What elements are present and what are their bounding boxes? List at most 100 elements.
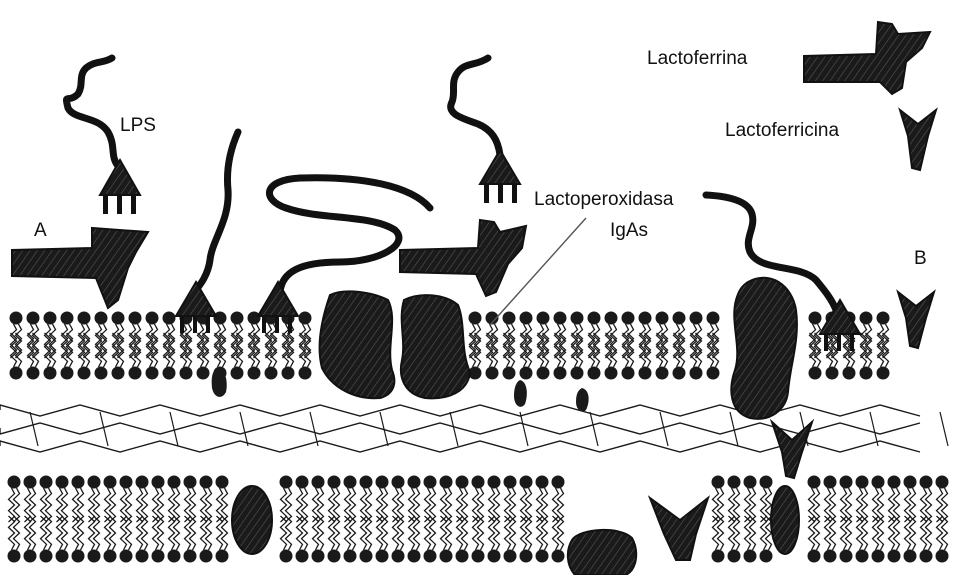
cytoplasmic-membrane-lipid — [344, 516, 357, 563]
lps-molecule-top-center — [451, 58, 520, 203]
inner-leaflet-lipid — [61, 333, 74, 380]
cytoplasmic-membrane-lipid — [744, 516, 757, 563]
cytoplasmic-membrane-lipid — [312, 516, 325, 563]
cytoplasmic-membrane-lipid — [88, 476, 101, 523]
cytoplasmic-membrane-lipid — [8, 516, 21, 563]
inner-leaflet-lipid — [163, 333, 176, 380]
cytoplasmic-membrane-lipid — [184, 476, 197, 523]
cytoplasmic-membrane-lipid — [136, 516, 149, 563]
cytoplasmic-membrane-lipid — [40, 516, 53, 563]
inner-leaflet-lipid — [537, 333, 550, 380]
label-a: A — [34, 221, 47, 240]
cytoplasmic-membrane-lipid — [72, 476, 85, 523]
cytoplasmic-membrane-lipid — [200, 516, 213, 563]
label-b: B — [914, 249, 927, 268]
transmembrane-protein — [731, 278, 797, 419]
label-igas: IgAs — [610, 221, 648, 240]
inner-leaflet-lipid — [78, 333, 91, 380]
cytoplasmic-membrane-lipid — [872, 516, 885, 563]
inner-leaflet-lipid — [44, 333, 57, 380]
cytoplasmic-membrane-lipid — [360, 516, 373, 563]
inner-leaflet-lipid — [146, 333, 159, 380]
cytoplasmic-membrane-lipid — [824, 476, 837, 523]
inner-leaflet-lipid — [707, 333, 720, 380]
inner-leaflet-lipid — [877, 333, 890, 380]
inner-leaflet-lipid — [486, 333, 499, 380]
cytoplasmic-membrane-lipid — [168, 516, 181, 563]
lactoferricina-legend-icon — [900, 110, 936, 170]
peptide-crosslink — [520, 412, 528, 446]
cytoplasmic-membrane-lipid — [888, 476, 901, 523]
cytoplasmic-membrane-lipid — [712, 516, 725, 563]
cytoplasmic-membrane-lipid — [936, 476, 949, 523]
inner-leaflet-lipid — [282, 333, 295, 380]
cytoplasmic-membrane-lipid — [856, 476, 869, 523]
peptide-crosslink — [30, 412, 38, 446]
inner-leaflet-lipid — [588, 333, 601, 380]
inner-leaflet-lipid — [656, 333, 669, 380]
inner-leaflet-lipid — [299, 333, 312, 380]
lps-molecule-top-left — [66, 58, 140, 214]
cytoplasmic-membrane-lipid — [440, 516, 453, 563]
cytoplasmic-membrane-lipid — [872, 476, 885, 523]
cytoplasmic-membrane-lipid — [536, 516, 549, 563]
cytoplasmic-membrane-lipid — [40, 476, 53, 523]
cytoplasmic-membrane-lipid — [536, 476, 549, 523]
inner-leaflet-lipid — [197, 333, 210, 380]
cytoplasmic-membrane-lipid — [520, 516, 533, 563]
cytoplasmic-membrane-lipid — [56, 476, 69, 523]
cytoplasmic-membrane-lipid — [920, 476, 933, 523]
inner-leaflet-lipid — [605, 333, 618, 380]
legend-label-lactoferricina: Lactoferricina — [725, 121, 839, 140]
cytoplasmic-membrane-lipid — [520, 476, 533, 523]
inner-leaflet-lipid — [554, 333, 567, 380]
lactoferrina-molecule-a — [12, 228, 148, 308]
inner-leaflet-lipid — [690, 333, 703, 380]
peptide-crosslink — [100, 412, 108, 446]
cytoplasmic-membrane-lipid — [424, 516, 437, 563]
cytoplasmic-membrane-lipid — [392, 516, 405, 563]
cytoplasmic-membrane-lipid — [184, 516, 197, 563]
cytoplasmic-membrane-lipid — [504, 476, 517, 523]
cytoplasmic-membrane-lipid — [296, 516, 309, 563]
cytoplasmic-membrane-lipid — [472, 476, 485, 523]
inner-leaflet-lipid — [248, 333, 261, 380]
cytoplasmic-membrane-lipid — [728, 516, 741, 563]
cytoplasmic-membrane-lipid — [920, 516, 933, 563]
inner-leaflet-lipid — [95, 333, 108, 380]
cytoplasmic-membrane-lipid — [824, 516, 837, 563]
cytoplasmic-membrane-lipid — [280, 476, 293, 523]
cytoplasmic-membrane-lipid — [712, 476, 725, 523]
cytoplasmic-membrane-lipid — [216, 476, 229, 523]
inner-membrane-protein-bottom — [568, 530, 636, 575]
cytoplasmic-membrane-lipid — [408, 476, 421, 523]
cytoplasmic-membrane-lipid — [104, 476, 117, 523]
cytoplasmic-membrane-lipid — [152, 516, 165, 563]
inner-leaflet-lipid — [520, 333, 533, 380]
cytoplasmic-membrane-lipid — [24, 516, 37, 563]
inner-leaflet-lipid — [10, 333, 23, 380]
inner-leaflet-lipid — [571, 333, 584, 380]
cytoplasmic-membrane-lipid — [888, 516, 901, 563]
cytoplasmic-membrane-lipid — [24, 476, 37, 523]
cytoplasmic-membrane-lipid — [504, 516, 517, 563]
cytoplasmic-membrane-lipid — [424, 476, 437, 523]
cytoplasmic-membrane-lipid — [344, 476, 357, 523]
cytoplasmic-membrane-lipid — [440, 476, 453, 523]
cytoplasmic-membrane-lipid — [904, 476, 917, 523]
peptide-crosslink — [660, 412, 668, 446]
inner-leaflet-lipid — [622, 333, 635, 380]
lactoferricina-molecule-inner — [650, 498, 708, 560]
inner-membrane — [8, 476, 949, 563]
cytoplasmic-membrane-lipid — [312, 476, 325, 523]
cytoplasmic-membrane-lipid — [8, 476, 21, 523]
cytoplasmic-membrane-lipid — [56, 516, 69, 563]
peptide-crosslink — [940, 412, 948, 446]
lactoferricina-molecule-b — [898, 292, 934, 348]
cytoplasmic-membrane-lipid — [856, 516, 869, 563]
cytoplasmic-membrane-lipid — [840, 516, 853, 563]
cytoplasmic-membrane-lipid — [376, 476, 389, 523]
inner-leaflet-lipid — [180, 333, 193, 380]
cytoplasmic-membrane-lipid — [104, 516, 117, 563]
